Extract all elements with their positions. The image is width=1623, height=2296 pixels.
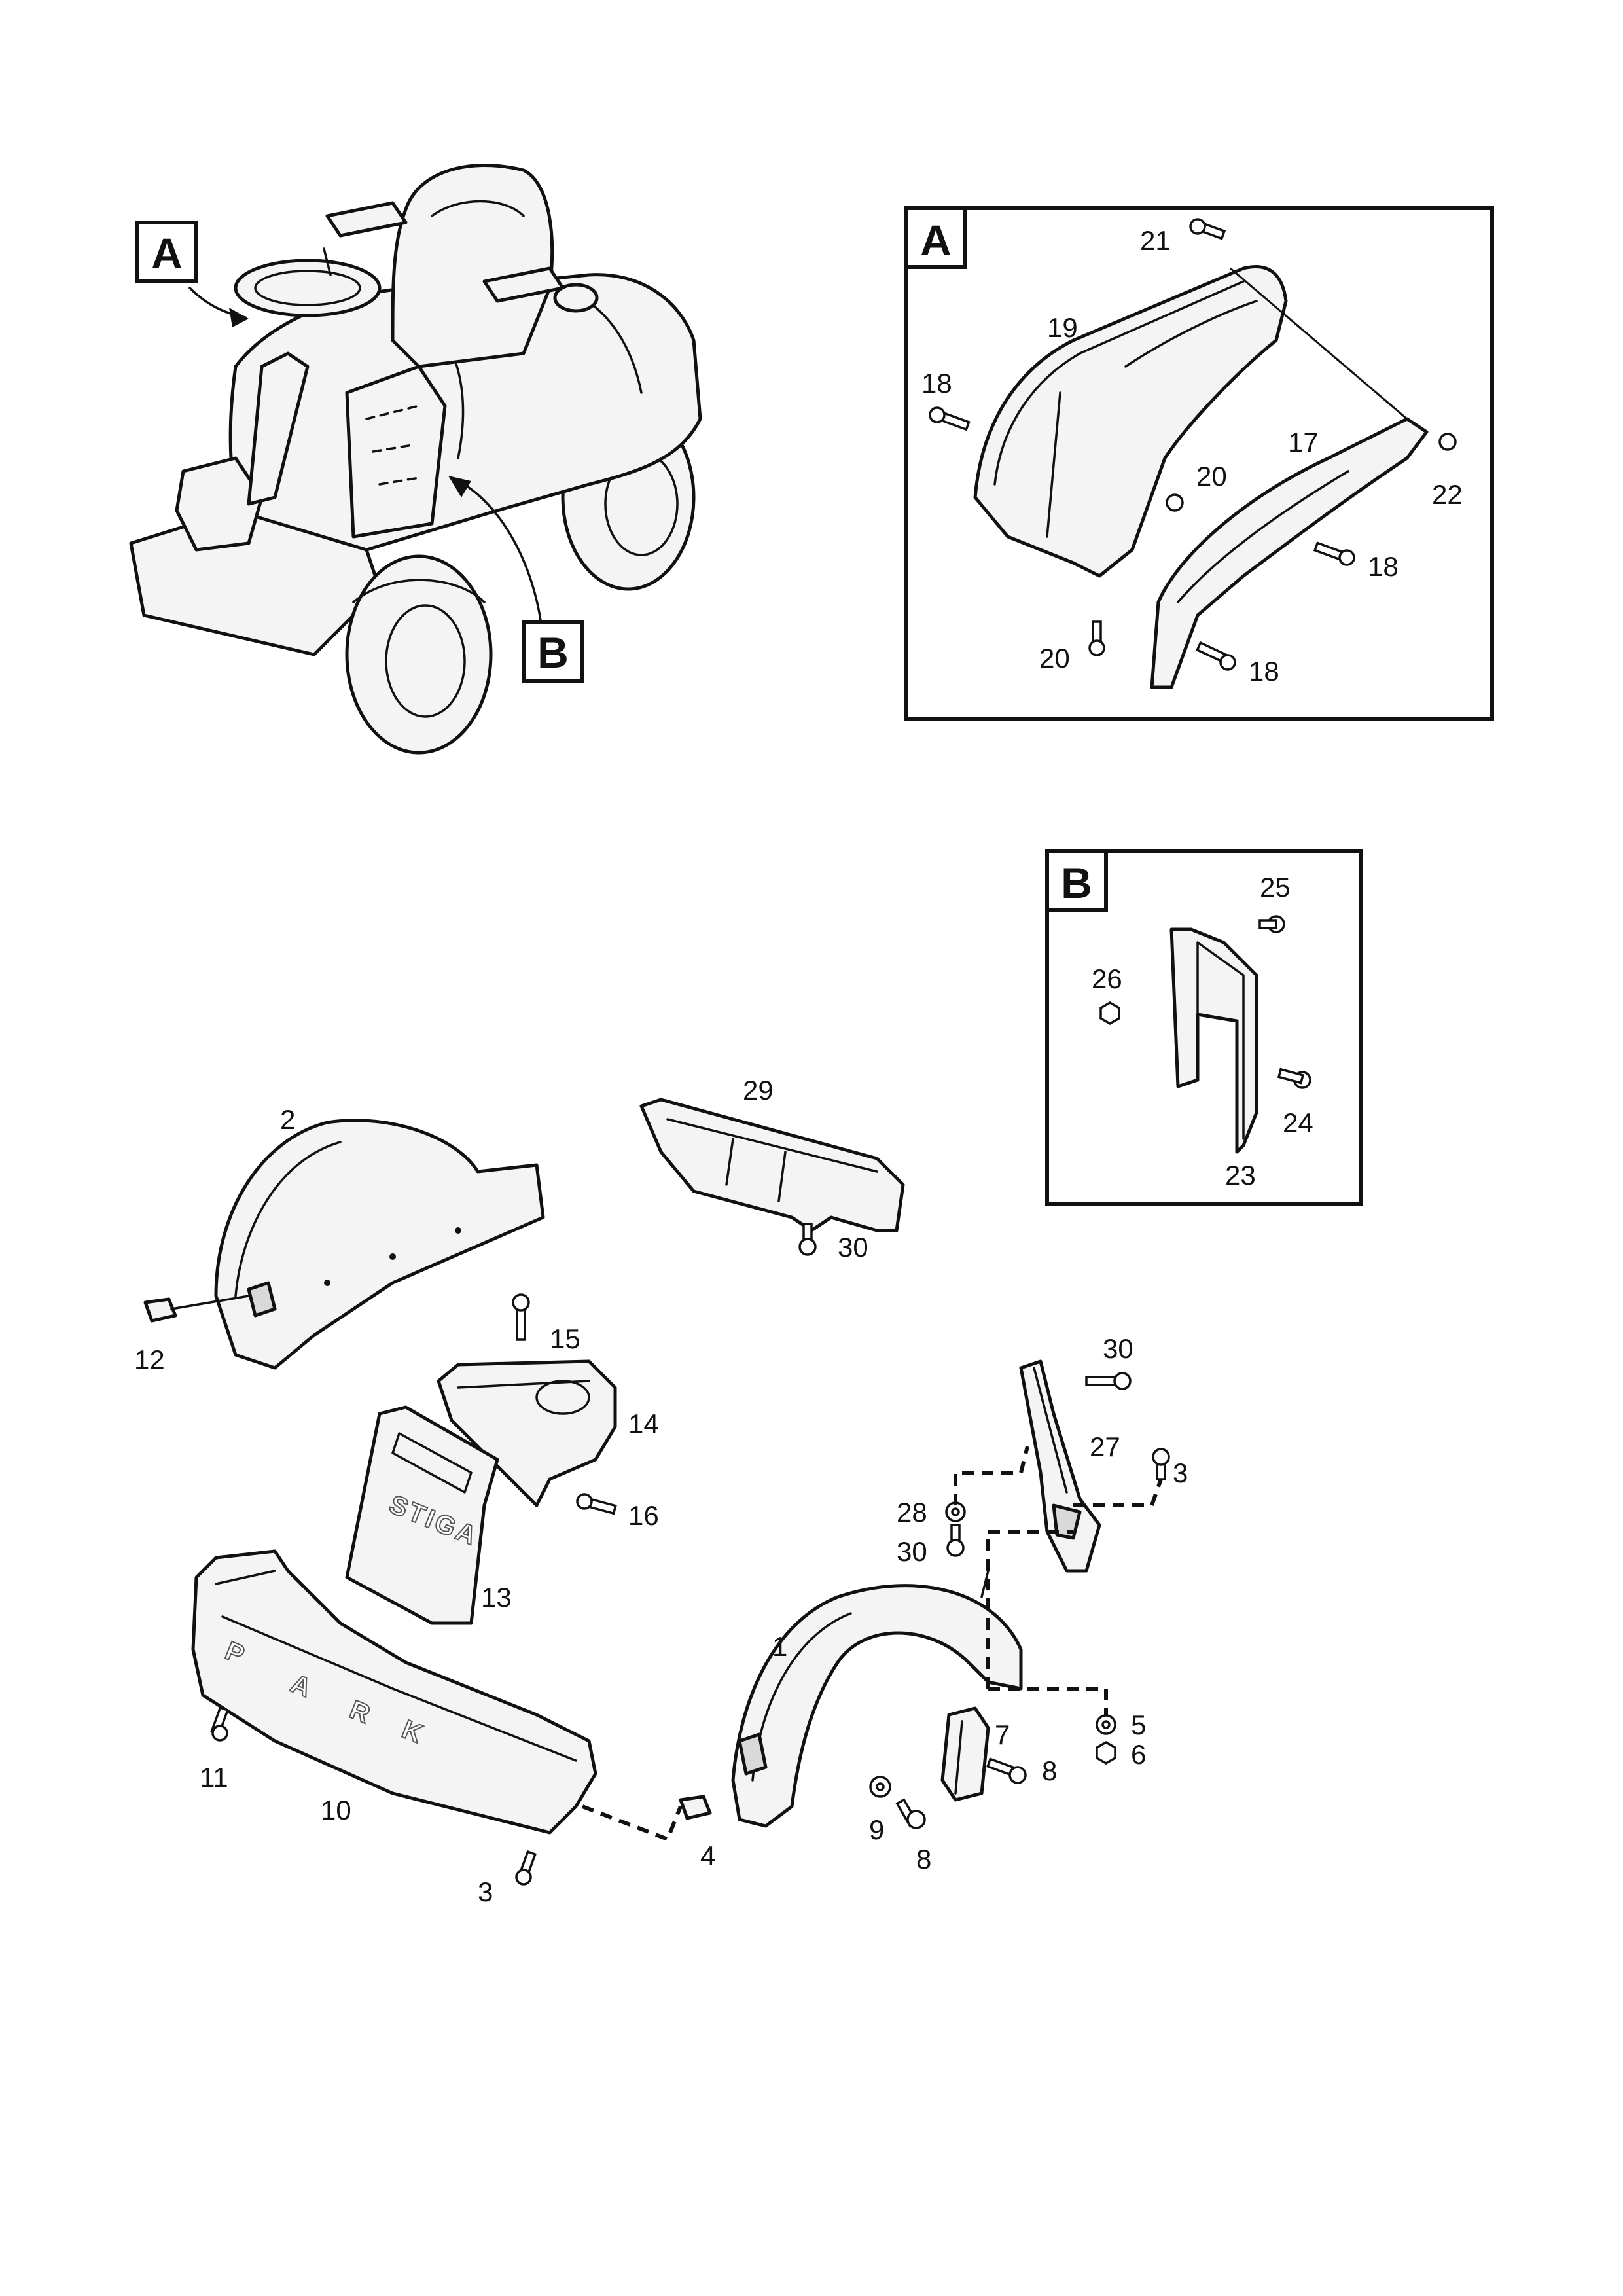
detail-b-tag (1045, 849, 1108, 912)
tractor-callout-a-label: A (151, 229, 183, 278)
screw-30-bracket (1085, 1372, 1132, 1390)
washer-28 (945, 1501, 966, 1522)
label-30-top: 30 (838, 1232, 868, 1263)
part-1-fender: 1 4 (679, 1570, 1023, 1871)
screw-18-mid (1313, 541, 1355, 566)
label-23: 23 (1225, 1160, 1256, 1191)
screw-24 (1277, 1067, 1311, 1089)
label-3-bracket: 3 (1173, 1458, 1188, 1488)
screw-30-top (798, 1223, 817, 1256)
tractor-callout-a (135, 221, 198, 283)
part-13-console-panel: STIGA 13 (345, 1405, 512, 1625)
screw-21 (1189, 218, 1226, 240)
label-11: 11 (200, 1762, 228, 1793)
tractor-callout-b (522, 620, 584, 683)
detail-b-tag-label: B (1061, 859, 1092, 907)
washer-5 (1096, 1714, 1116, 1735)
detail-a-tag (904, 206, 967, 269)
label-12: 12 (134, 1344, 165, 1375)
tractor-callout-b-label: B (537, 628, 569, 677)
screw-3-bumper (515, 1850, 537, 1886)
screw-20-upper (1166, 493, 1184, 512)
screw-18-low (1196, 641, 1236, 671)
label-3-bumper: 3 (478, 1876, 493, 1907)
label-18-left: 18 (921, 368, 952, 399)
label-20-lower: 20 (1039, 643, 1070, 673)
part-7-plate: 7 5 6 8 9 8 (869, 1706, 1146, 1874)
label-24: 24 (1283, 1107, 1313, 1138)
screw-11 (210, 1706, 230, 1742)
screw-8-right (986, 1757, 1027, 1784)
part-27-bracket: 30 27 3 28 30 (897, 1333, 1188, 1715)
label-18-mid: 18 (1368, 551, 1399, 582)
label-15: 15 (550, 1323, 580, 1354)
screw-16 (576, 1493, 617, 1515)
part-10-bumper: P A R K 11 10 3 (191, 1549, 683, 1907)
label-20-upper: 20 (1196, 461, 1227, 492)
screw-30-lower (946, 1524, 965, 1557)
screw-22 (1438, 433, 1457, 451)
label-17: 17 (1288, 427, 1319, 457)
label-6: 6 (1131, 1739, 1146, 1770)
label-30-lower: 30 (897, 1536, 927, 1567)
part-14-console-upper: 15 14 16 (437, 1293, 659, 1531)
label-19: 19 (1047, 312, 1078, 343)
detail-a-tag-label: A (920, 216, 952, 264)
screw-3-bracket (1152, 1448, 1170, 1480)
label-1: 1 (772, 1631, 787, 1662)
label-10: 10 (321, 1795, 351, 1825)
label-26: 26 (1092, 963, 1122, 994)
tractor-overview: A B (129, 164, 702, 755)
part-2-fender: 2 12 (134, 1104, 545, 1375)
label-2: 2 (280, 1104, 295, 1135)
label-13: 13 (481, 1582, 512, 1613)
detail-b-panel: B 25 26 24 23 (1045, 849, 1363, 1206)
label-18-low: 18 (1249, 656, 1279, 687)
label-16: 16 (628, 1500, 659, 1531)
nut-6 (1096, 1740, 1116, 1765)
label-25: 25 (1260, 872, 1291, 903)
label-22: 22 (1432, 479, 1463, 510)
screw-25 (1258, 915, 1285, 933)
screw-20-lower (1088, 620, 1105, 656)
label-9: 9 (869, 1814, 884, 1845)
label-7: 7 (995, 1719, 1010, 1750)
label-28: 28 (897, 1497, 927, 1528)
label-27: 27 (1090, 1431, 1120, 1462)
part-29-cover: 29 30 (639, 1075, 905, 1263)
label-8-lower: 8 (916, 1844, 931, 1874)
screw-8-lower (895, 1798, 926, 1829)
label-30-bracket: 30 (1103, 1333, 1133, 1364)
screw-18-left (929, 406, 971, 431)
label-4: 4 (700, 1840, 715, 1871)
washer-9 (869, 1776, 891, 1798)
label-14: 14 (628, 1408, 659, 1439)
label-8-right: 8 (1042, 1755, 1057, 1786)
nut-26 (1099, 1001, 1120, 1026)
label-5: 5 (1131, 1710, 1146, 1740)
screw-15 (512, 1293, 530, 1341)
detail-a-panel: A 21 19 18 17 20 22 18 20 18 (904, 206, 1494, 721)
label-29: 29 (743, 1075, 774, 1105)
label-21: 21 (1140, 225, 1171, 256)
